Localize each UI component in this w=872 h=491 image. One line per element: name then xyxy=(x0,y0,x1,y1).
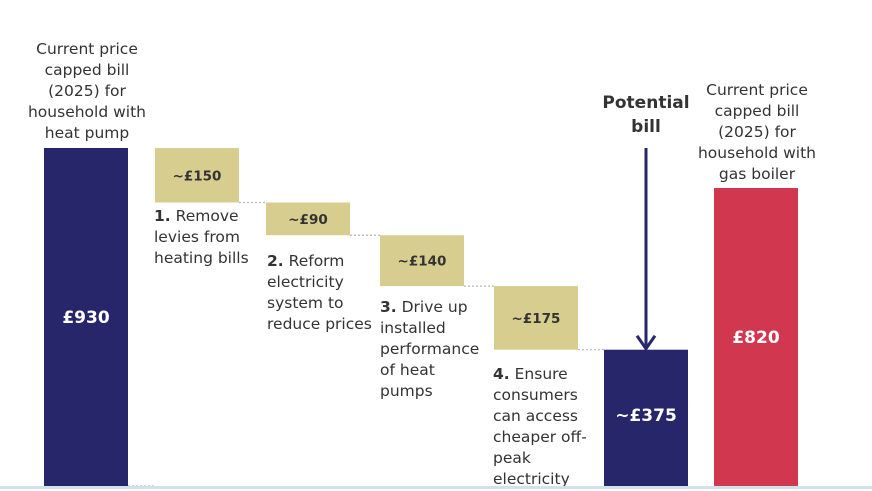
step-1-caption-text: Remove levies from heating bills xyxy=(154,207,249,267)
gas-boiler-caption-text: Current price capped bill (2025) for hou… xyxy=(697,81,816,183)
step-1-value-label: ~£150 xyxy=(173,168,222,184)
heat-pump-value-label: £930 xyxy=(62,308,109,328)
potential-value-label: ~£375 xyxy=(615,406,677,426)
step-4-caption-text: Ensure consumers can access cheaper off-… xyxy=(493,365,587,488)
gas-boiler-caption: Current price capped bill (2025) for hou… xyxy=(696,80,818,185)
step-4-bar xyxy=(494,286,578,350)
step-3-caption: 3. Drive up installed performance of hea… xyxy=(380,297,492,402)
step-2-bar xyxy=(266,202,350,236)
step-3-bar xyxy=(380,235,464,287)
potential-bill-caption-text: Potential bill xyxy=(602,93,690,137)
step-2-caption: 2. Reform electricity system to reduce p… xyxy=(267,251,379,335)
potential-arrow-head xyxy=(635,334,657,352)
heat-pump-caption: Current price capped bill (2025) for hou… xyxy=(26,39,148,144)
gas-boiler-bar xyxy=(714,187,798,486)
step-1-bar xyxy=(155,148,239,203)
step-2-number: 2. xyxy=(267,252,284,270)
step-1-number: 1. xyxy=(154,207,171,225)
bottom-divider xyxy=(0,486,872,489)
heat-pump-bar xyxy=(44,148,128,486)
step-2-value-label: ~£90 xyxy=(288,212,328,228)
step-4-value-label: ~£175 xyxy=(512,311,561,327)
step-1-caption: 1. Remove levies from heating bills xyxy=(154,206,264,269)
step-3-caption-text: Drive up installed performance of heat p… xyxy=(380,298,480,400)
step-4-caption: 4. Ensure consumers can access cheaper o… xyxy=(493,364,603,490)
gas-boiler-value-label: £820 xyxy=(732,328,779,348)
step-3-number: 3. xyxy=(380,298,397,316)
step-2-caption-text: Reform electricity system to reduce pric… xyxy=(267,252,372,333)
step-3-value-label: ~£140 xyxy=(398,254,447,270)
step-4-number: 4. xyxy=(493,365,510,383)
heat-pump-caption-text: Current price capped bill (2025) for hou… xyxy=(27,40,146,142)
potential-bar xyxy=(604,349,688,486)
potential-bill-caption: Potential bill xyxy=(590,91,702,139)
